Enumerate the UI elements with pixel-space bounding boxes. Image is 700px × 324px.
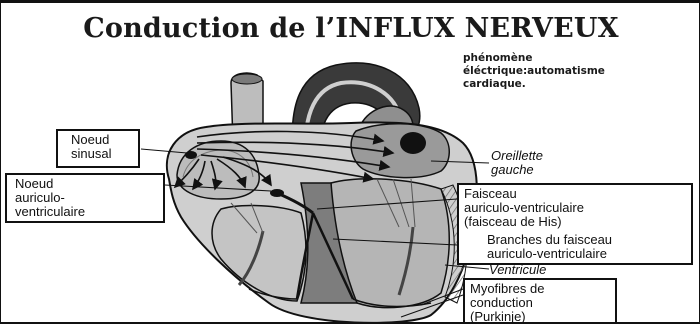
vena-cava-opening: [232, 74, 262, 84]
left-atrium: [351, 124, 449, 178]
pulmonary-vein-opening: [400, 132, 426, 154]
label-noeud-sinusal-line-1: Noeud: [71, 133, 138, 147]
label-branches-line-2: auriculo-ventriculaire: [487, 247, 691, 261]
label-ventricule-text: Ventricule: [489, 263, 546, 277]
label-oreillette-line-2: gauche: [491, 163, 543, 177]
label-oreillette-gauche: Oreillette gauche: [491, 149, 543, 177]
label-noeud-av-line-2: auriculo-: [15, 191, 163, 205]
label-myofibres-line-2: conduction: [470, 296, 615, 310]
label-myofibres-line-3: (Purkinje): [470, 310, 615, 324]
label-ventricule: Ventricule: [489, 263, 546, 277]
label-noeud-av-line-3: ventriculaire: [15, 205, 163, 219]
label-myofibres-de-conduction: Myofibres de conduction (Purkinje): [463, 278, 617, 324]
label-myofibres-line-1: Myofibres de: [470, 282, 615, 296]
label-noeud-auriculo-ventriculaire: Noeud auriculo- ventriculaire: [5, 173, 165, 223]
label-noeud-sinusal-line-2: sinusal: [71, 147, 138, 161]
label-faisceau-line-3: (faisceau de His): [464, 215, 691, 229]
label-noeud-av-line-1: Noeud: [15, 177, 163, 191]
sinoatrial-node: [185, 151, 197, 159]
label-noeud-sinusal: Noeud sinusal: [56, 129, 140, 168]
label-branches-line-1: Branches du faisceau: [487, 233, 691, 247]
label-branches-du-faisceau: Branches du faisceau auriculo-ventricula…: [481, 231, 693, 265]
label-faisceau-line-1: Faisceau: [464, 187, 691, 201]
right-ventricle: [212, 206, 306, 301]
label-faisceau-line-2: auriculo-ventriculaire: [464, 201, 691, 215]
label-oreillette-line-1: Oreillette: [491, 149, 543, 163]
